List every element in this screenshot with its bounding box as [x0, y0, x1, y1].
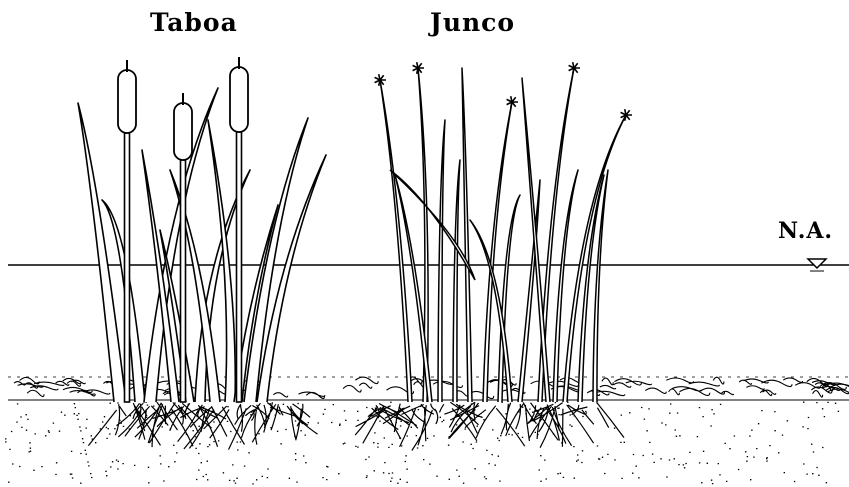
taboa-label: Taboa: [150, 8, 238, 37]
taboa-seed-head: [230, 67, 248, 132]
junco-stem: [518, 180, 540, 402]
water-level-marker-icon: [808, 259, 826, 268]
junco-stem: [453, 160, 460, 402]
junco-roots: [355, 402, 624, 451]
junco-flower-tuft: [569, 62, 580, 74]
taboa-stem: [125, 133, 130, 402]
junco-stem: [380, 80, 412, 402]
junco-stem: [593, 170, 608, 402]
taboa-stem: [181, 160, 186, 402]
junco-flower-tuft: [507, 96, 518, 108]
root-system: [88, 402, 624, 451]
water-level-label: N.A.: [778, 218, 833, 244]
junco-flower-tuft: [621, 109, 632, 121]
taboa-seed-head: [118, 70, 136, 133]
taboa-roots: [88, 402, 317, 449]
taboa-plant-group: [78, 57, 326, 402]
junco-stem: [438, 120, 445, 402]
taboa-seed-head: [174, 103, 192, 160]
taboa-leaf: [244, 118, 308, 402]
taboa-stem: [237, 132, 242, 402]
junco-stem: [462, 68, 472, 402]
junco-label: Junco: [430, 8, 515, 37]
junco-plant-group: [375, 62, 632, 402]
taboa-leaf: [142, 150, 179, 402]
